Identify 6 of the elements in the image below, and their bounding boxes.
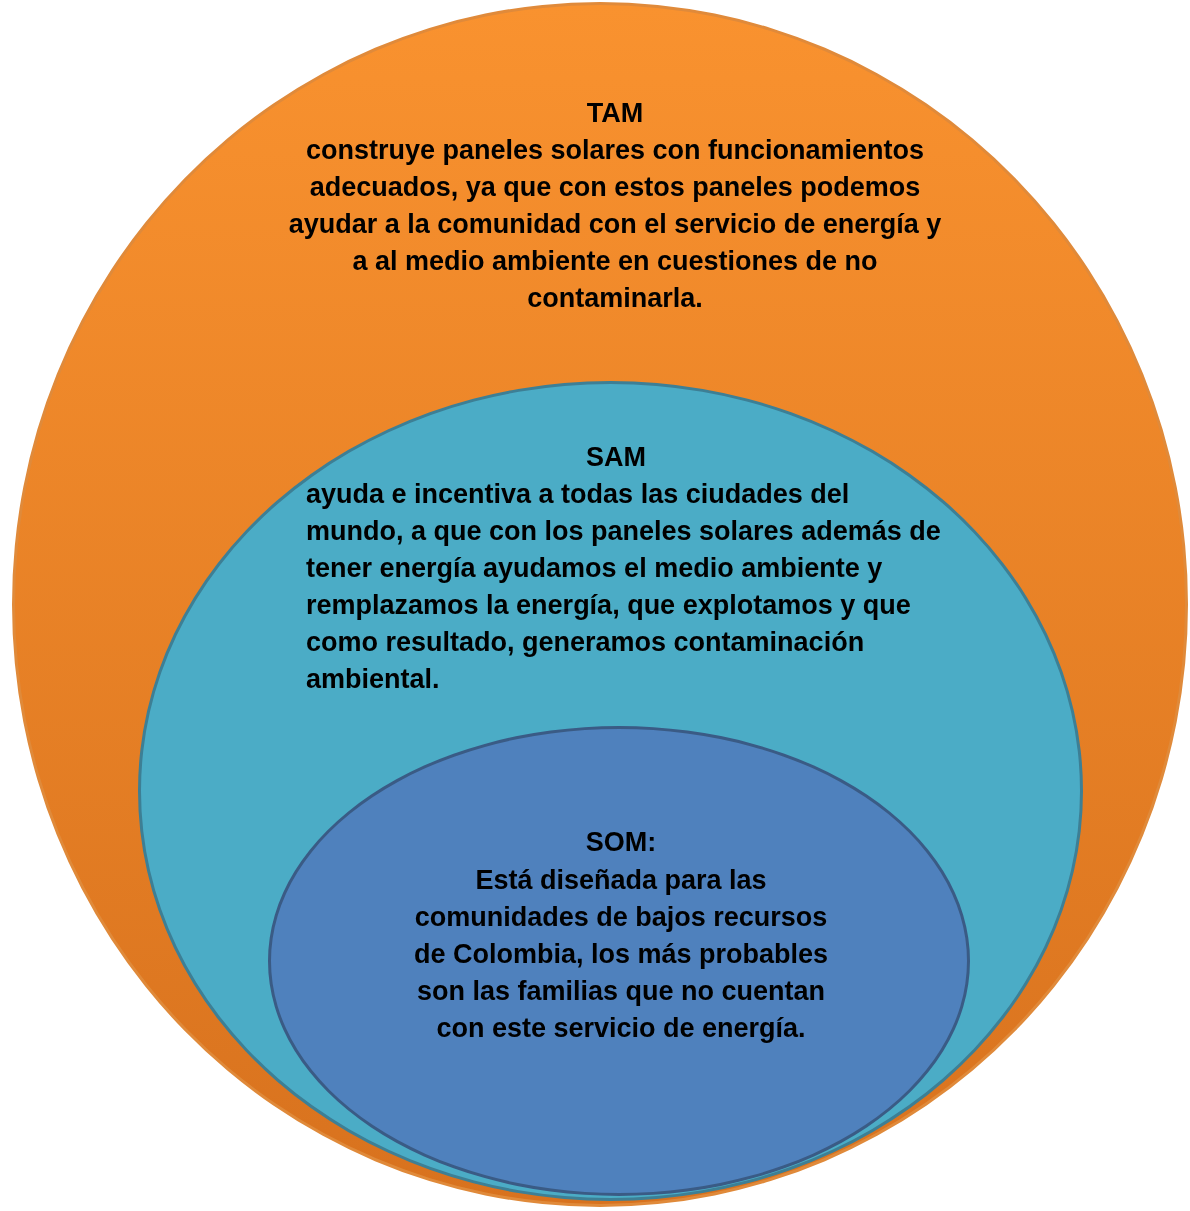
section-description: ayuda e incentiva a todas las ciudades del mundo, a que con los paneles solares además de tener energía ayudamos el medio ambiente y remplazamos la energía, que explotamos y que como resultado, generamos contaminación ambiental. bbox=[306, 478, 942, 696]
section-description: construye paneles solares con funcionamientos adecuados, ya que con estos paneles podemos ayudar a la comunidad con el servicio de energía y a al medio ambiente en cuestiones de no contaminarla. bbox=[287, 134, 943, 315]
section-heading: TAM bbox=[585, 97, 645, 130]
section-heading: SAM bbox=[585, 441, 647, 474]
section-heading: SOM: bbox=[584, 826, 658, 859]
section-description: Está diseñada para las comunidades de bajos recursos de Colombia, los más probables son las familias que no cuentan con este servicio de energía. bbox=[412, 864, 830, 1045]
